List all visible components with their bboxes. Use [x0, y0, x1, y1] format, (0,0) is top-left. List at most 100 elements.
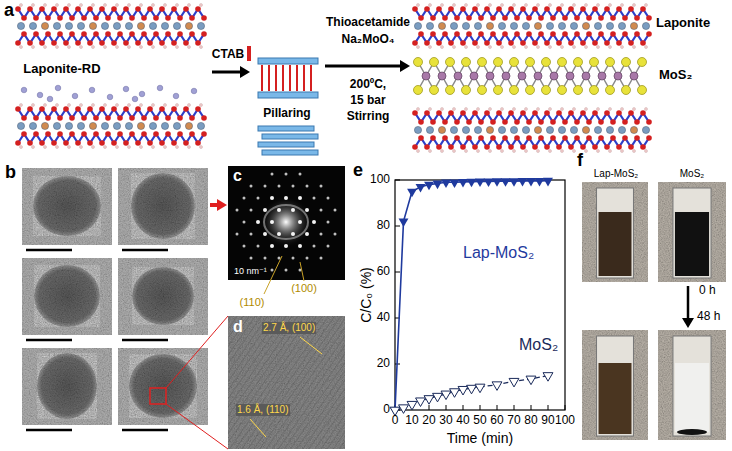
data-marker: [407, 401, 417, 410]
cuvette: [673, 336, 711, 436]
oxygen-atom: [514, 15, 520, 21]
hydrogen-atom: [116, 104, 119, 107]
octahedral-cation: [197, 22, 204, 29]
step-label: Pillaring: [262, 107, 311, 121]
hydrogen-atom: [56, 104, 59, 107]
oxygen-atom: [171, 106, 177, 112]
illustration: [15, 4, 726, 450]
hydrogen-atom: [32, 46, 35, 49]
oxygen-atom: [75, 106, 81, 112]
oxygen-atom: [430, 31, 436, 37]
octahedral-cation: [534, 22, 541, 29]
oxygen-atom: [147, 140, 153, 146]
oxygen-atom: [520, 40, 526, 46]
oxygen-atom: [21, 131, 27, 137]
oxygen-atom: [87, 106, 93, 112]
cuvette: [673, 188, 711, 278]
oxygen-atom: [165, 115, 171, 121]
hydrogen-atom: [164, 104, 167, 107]
oxygen-atom: [472, 144, 478, 150]
oxygen-atom: [502, 15, 508, 21]
process-arrow: [325, 60, 410, 72]
tick-mark: [565, 405, 566, 410]
octahedral-cation: [630, 126, 637, 133]
oxygen-atom: [159, 140, 165, 146]
oxygen-atom: [201, 115, 207, 121]
oxygen-atom: [574, 31, 580, 37]
clay-sheet: [258, 58, 318, 64]
oxygen-atom: [544, 6, 550, 12]
tick-label: 70: [506, 414, 521, 428]
laponite-layer: [15, 104, 207, 149]
hydrogen-atom: [477, 108, 480, 111]
hydrogen-atom: [525, 150, 528, 153]
oxygen-atom: [147, 6, 153, 12]
oxygen-atom: [105, 115, 111, 121]
sulfur-atom: [446, 58, 455, 67]
hydrogen-atom: [501, 150, 504, 153]
octahedral-cation: [53, 22, 60, 29]
sample-label: MoS₂: [679, 168, 705, 180]
hydrogen-atom: [621, 46, 624, 49]
tick-label: 30: [438, 414, 453, 428]
data-marker: [450, 389, 460, 398]
oxygen-atom: [550, 15, 556, 21]
molybdenum-atom: [582, 72, 590, 80]
sulfur-atom: [510, 58, 519, 67]
oxygen-atom: [165, 15, 171, 21]
tick-label: 50: [472, 414, 487, 428]
octahedral-cation: [594, 22, 601, 29]
oxygen-atom: [177, 31, 183, 37]
tick-mark: [548, 405, 549, 410]
oxygen-atom: [472, 110, 478, 116]
oxygen-atom: [628, 144, 634, 150]
laponite-layer: [412, 4, 652, 49]
oxygen-atom: [123, 106, 129, 112]
tem-background: [22, 168, 112, 245]
oxygen-atom: [466, 119, 472, 125]
tem-image: [118, 348, 208, 430]
oxygen-atom: [598, 119, 604, 125]
oxygen-atom: [15, 6, 21, 12]
hydrogen-atom: [501, 4, 504, 7]
diffraction-spot: [305, 232, 309, 236]
tem-background: [118, 348, 208, 425]
data-marker: [501, 178, 511, 187]
hydrogen-atom: [200, 46, 203, 49]
hydrogen-atom: [56, 146, 59, 149]
sodium-ion: [173, 93, 179, 99]
hydrogen-atom: [80, 104, 83, 107]
hydrogen-atom: [188, 146, 191, 149]
oxygen-atom: [448, 110, 454, 116]
oxygen-atom: [165, 131, 171, 137]
oxygen-atom: [39, 40, 45, 46]
molybdenum-atom: [534, 72, 542, 80]
oxygen-atom: [484, 110, 490, 116]
hydrogen-atom: [513, 108, 516, 111]
hydrogen-atom: [116, 146, 119, 149]
cuvette-photo: [582, 330, 648, 440]
octahedral-cation: [570, 126, 577, 133]
hydrogen-atom: [68, 146, 71, 149]
data-marker: [441, 179, 451, 188]
hydrogen-atom: [573, 46, 576, 49]
octahedral-cation: [185, 122, 192, 129]
clay-sheet: [262, 134, 318, 139]
octahedral-cation: [125, 22, 132, 29]
tick-mark: [395, 272, 400, 273]
photo-background: [658, 182, 726, 282]
hydrogen-atom: [164, 46, 167, 49]
material-label: Laponite-RD: [22, 62, 101, 77]
hydrogen-atom: [140, 46, 143, 49]
octahedral-cation: [53, 122, 60, 129]
oxygen-atom: [171, 140, 177, 146]
oxygen-atom: [454, 15, 460, 21]
octahedral-cation: [89, 122, 96, 129]
liquid: [599, 212, 632, 276]
oxygen-atom: [646, 119, 652, 125]
diffraction-spot: [298, 220, 302, 224]
sulfur-atom: [526, 58, 535, 67]
molybdenum-atom: [550, 72, 558, 80]
oxygen-atom: [27, 6, 33, 12]
lattice-label: 2.7 Å, (100): [262, 322, 316, 334]
